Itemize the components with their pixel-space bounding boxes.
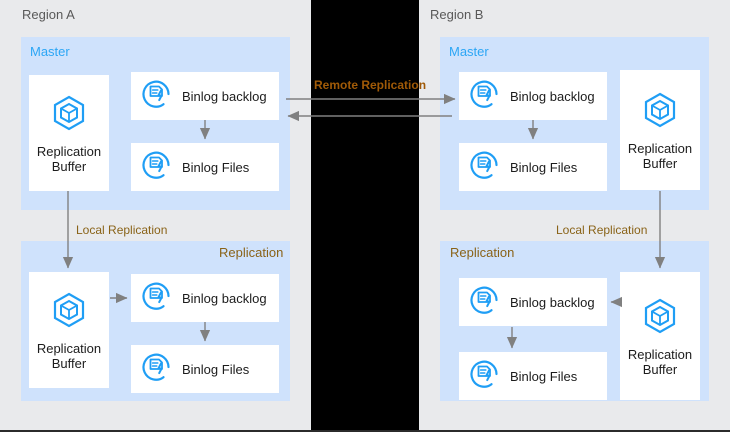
node-label: Binlog Files xyxy=(510,368,578,384)
binlog-icon xyxy=(139,77,173,116)
binlog-icon xyxy=(467,283,501,322)
region-b-replication-binlog-backlog[interactable]: Binlog backlog xyxy=(459,278,607,326)
node-label: Replication Buffer xyxy=(627,346,693,377)
region-b-title: Region B xyxy=(430,7,484,22)
region-b-replication-replication-buffer[interactable]: Replication Buffer xyxy=(620,272,700,400)
region-b-replication-binlog-files[interactable]: Binlog Files xyxy=(459,352,607,400)
cube-hexagon-icon xyxy=(640,296,680,341)
binlog-icon xyxy=(139,148,173,187)
region-a-master-replication-buffer[interactable]: Replication Buffer xyxy=(29,75,109,191)
node-label: Binlog backlog xyxy=(510,294,595,310)
node-label: Binlog Files xyxy=(510,159,578,175)
node-label: Replication Buffer xyxy=(36,340,102,371)
cube-hexagon-icon xyxy=(640,90,680,135)
region-b-replication-label: Replication xyxy=(450,245,515,260)
node-label: Replication Buffer xyxy=(627,140,693,171)
region-a-master-label: Master xyxy=(30,44,70,59)
node-label: Binlog backlog xyxy=(182,290,267,306)
binlog-icon xyxy=(467,357,501,396)
region-b-master-binlog-files[interactable]: Binlog Files xyxy=(459,143,607,191)
region-a-local-replication-label: Local Replication xyxy=(76,223,168,237)
remote-replication-label: Remote Replication xyxy=(314,78,427,92)
node-label: Binlog backlog xyxy=(510,88,595,104)
region-b-master-label: Master xyxy=(449,44,489,59)
region-a-replication-binlog-files[interactable]: Binlog Files xyxy=(131,345,279,393)
region-b-master-binlog-backlog[interactable]: Binlog backlog xyxy=(459,72,607,120)
region-a-replication-label: Replication xyxy=(219,245,284,260)
region-a-master-binlog-backlog[interactable]: Binlog backlog xyxy=(131,72,279,120)
region-a-title: Region A xyxy=(22,7,75,22)
cube-hexagon-icon xyxy=(49,290,89,335)
center-occlusion-band xyxy=(311,0,419,430)
region-b-local-replication-label: Local Replication xyxy=(556,223,648,237)
region-a-replication-replication-buffer[interactable]: Replication Buffer xyxy=(29,272,109,388)
region-a-replication-binlog-backlog[interactable]: Binlog backlog xyxy=(131,274,279,322)
binlog-icon xyxy=(139,279,173,318)
node-label: Binlog Files xyxy=(182,361,250,377)
region-a-master-binlog-files[interactable]: Binlog Files xyxy=(131,143,279,191)
node-label: Binlog Files xyxy=(182,159,250,175)
binlog-icon xyxy=(467,77,501,116)
region-b-master-replication-buffer[interactable]: Replication Buffer xyxy=(620,70,700,190)
node-label: Replication Buffer xyxy=(36,143,102,174)
binlog-icon xyxy=(139,350,173,389)
node-label: Binlog backlog xyxy=(182,88,267,104)
binlog-icon xyxy=(467,148,501,187)
cube-hexagon-icon xyxy=(49,93,89,138)
